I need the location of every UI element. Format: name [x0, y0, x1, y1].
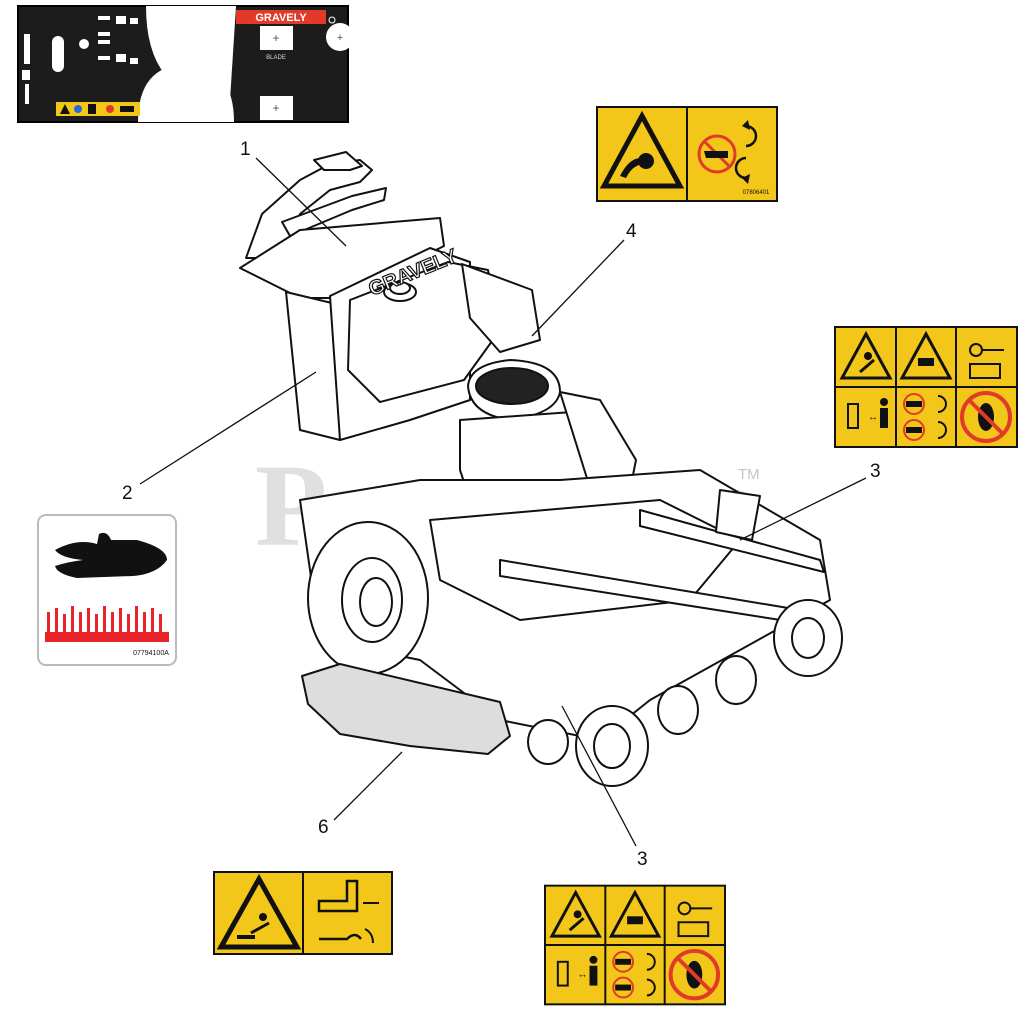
blade-label: BLADE [266, 55, 286, 61]
blade-switch-box [260, 26, 293, 50]
callout-2: 2 [122, 483, 133, 504]
callout-3-bottom: 3 [637, 849, 648, 870]
lower-plus: + [272, 101, 279, 115]
leader-1 [255, 157, 347, 247]
belt-guard-decal[interactable]: 07806401 [596, 106, 778, 202]
control-panel-decal[interactable]: GRAVELY + BLADE + + [16, 4, 350, 124]
watermark-tm: TM [738, 466, 760, 483]
brand-logo-text: GRAVELY [255, 12, 307, 24]
callout-6: 6 [318, 817, 329, 838]
hot-surface-code: 07794100A [133, 650, 169, 657]
ignition-circle [326, 23, 350, 51]
safety-decal-right[interactable]: ↔ [834, 326, 1018, 448]
leader-3-right [739, 477, 867, 541]
ignition-plus: + [337, 32, 343, 44]
callout-3-right: 3 [870, 461, 881, 482]
discharge-decal[interactable] [213, 871, 393, 955]
svg-text:↔: ↔ [578, 970, 588, 981]
callout-1: 1 [240, 139, 251, 160]
callout-4: 4 [626, 221, 637, 242]
belt-guard-code: 07806401 [743, 190, 770, 196]
leader-6 [333, 751, 403, 821]
brand-logo-box [236, 10, 326, 24]
leader-2 [139, 371, 317, 485]
svg-text:↔: ↔ [868, 412, 878, 423]
blade-plus: + [272, 31, 279, 45]
leader-4 [531, 239, 625, 337]
hot-surface-decal[interactable]: 07794100A [37, 514, 177, 666]
safety-decal-bottom[interactable]: ↔ [544, 884, 726, 1006]
leader-3-bottom [561, 705, 637, 847]
lower-switch-box [260, 96, 293, 120]
